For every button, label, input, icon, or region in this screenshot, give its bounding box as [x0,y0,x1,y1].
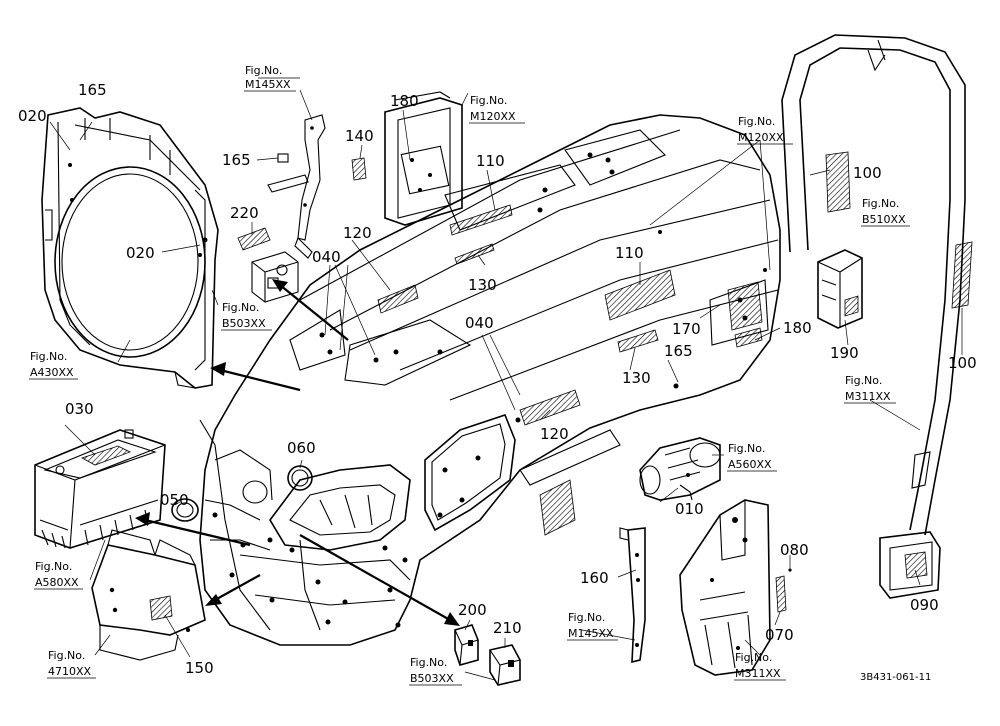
svg-text:B503XX: B503XX [410,672,454,685]
fig-ref-a580: Fig.No. A580XX [34,560,83,590]
part-label: 165 [222,151,251,169]
fastener-marks [212,152,767,628]
svg-text:A580XX: A580XX [35,576,79,589]
svg-text:B503XX: B503XX [222,317,266,330]
panel-180-upper [351,91,463,226]
svg-text:Fig.No.: Fig.No. [35,560,72,573]
figure-references: Fig.No. M145XX Fig.No. M120XX Fig.No. M1… [29,64,910,686]
part-label: 165 [78,81,107,99]
part-label: 110 [476,152,505,170]
radiator-shroud [41,107,219,389]
svg-text:M311XX: M311XX [735,667,781,680]
leader-lines [49,77,963,681]
fig-ref-b503-upper: Fig.No. B503XX [221,301,272,331]
starter-motor [639,437,721,501]
part-label: 120 [343,224,372,242]
fig-ref-m311-right: Fig.No. M311XX [844,374,896,404]
part-label: 190 [830,344,859,362]
svg-text:Fig.No.: Fig.No. [410,656,447,669]
part-label: 165 [664,342,693,360]
svg-text:Fig.No.: Fig.No. [568,611,605,624]
svg-text:M145XX: M145XX [245,78,291,91]
fig-ref-a560: Fig.No. A560XX [727,442,777,472]
part-label: 070 [765,626,794,644]
part-190 [817,249,863,329]
rops-frame [781,34,973,599]
svg-text:Fig.No.: Fig.No. [735,651,772,664]
part-label: 110 [615,244,644,262]
fig-ref-m145-top: Fig.No. M145XX [244,64,296,92]
svg-text:Fig.No.: Fig.No. [738,115,775,128]
part-label: 080 [780,541,809,559]
part-label: 150 [185,659,214,677]
switch-b503-lower [454,624,521,686]
decal-220 [237,227,271,251]
part-label: 020 [126,244,155,262]
fig-ref-4710: Fig.No. 4710XX [47,649,96,679]
part-label: 120 [540,425,569,443]
fig-ref-m311-lower: Fig.No. M311XX [734,651,786,681]
svg-text:Fig.No.: Fig.No. [845,374,882,387]
part-number-labels: 020 165 020 165 220 040 120 180 140 110 … [18,81,977,677]
part-label: 170 [672,320,701,338]
drawing-code: 3B431-061-11 [860,672,931,683]
fig-ref-m120-top: Fig.No. M120XX [469,94,525,124]
svg-text:B510XX: B510XX [862,213,906,226]
part-label: 130 [622,369,651,387]
assembly-arrows [135,279,460,626]
part-label: 020 [18,107,47,125]
part-label: 180 [783,319,812,337]
part-label: 010 [675,500,704,518]
grommet-050 [171,480,268,522]
fig-ref-b503-lower: Fig.No. B503XX [409,656,462,686]
bracket-m311-lower [679,499,792,676]
svg-text:Fig.No.: Fig.No. [30,350,67,363]
svg-text:Fig.No.: Fig.No. [222,301,259,314]
bracket-assembly-top [267,114,326,259]
svg-text:Fig.No.: Fig.No. [862,197,899,210]
part-label: 050 [160,491,189,509]
svg-text:Fig.No.: Fig.No. [470,94,507,107]
fig-ref-m120-right: Fig.No. M120XX [737,115,793,145]
part-label: 040 [312,248,341,266]
svg-text:Fig.No.: Fig.No. [245,64,282,77]
battery [34,429,166,549]
part-label: 060 [287,439,316,457]
fig-ref-a430: Fig.No. A430XX [29,350,78,380]
part-label: 100 [948,354,977,372]
part-label: 030 [65,400,94,418]
fig-ref-m145-lower: Fig.No. M145XX [567,611,618,641]
part-label: 130 [468,276,497,294]
part-label: 160 [580,569,609,587]
part-label: 220 [230,204,259,222]
part-label: 210 [493,619,522,637]
svg-text:M120XX: M120XX [470,110,516,123]
part-label: 200 [458,601,487,619]
svg-text:M120XX: M120XX [738,131,784,144]
part-label: 140 [345,127,374,145]
tractor-hood [199,114,781,646]
fig-ref-b510: Fig.No. B510XX [861,197,910,227]
part-label: 100 [853,164,882,182]
svg-text:Fig.No.: Fig.No. [728,442,765,455]
part-label: 040 [465,314,494,332]
strap-160 [619,527,646,664]
part-label: 090 [910,596,939,614]
svg-text:4710XX: 4710XX [48,665,92,678]
svg-text:M145XX: M145XX [568,627,614,640]
svg-text:A560XX: A560XX [728,458,772,471]
part-label: 180 [390,92,419,110]
battery-bracket [91,529,206,661]
svg-text:M311XX: M311XX [845,390,891,403]
svg-text:Fig.No.: Fig.No. [48,649,85,662]
svg-text:A430XX: A430XX [30,366,74,379]
